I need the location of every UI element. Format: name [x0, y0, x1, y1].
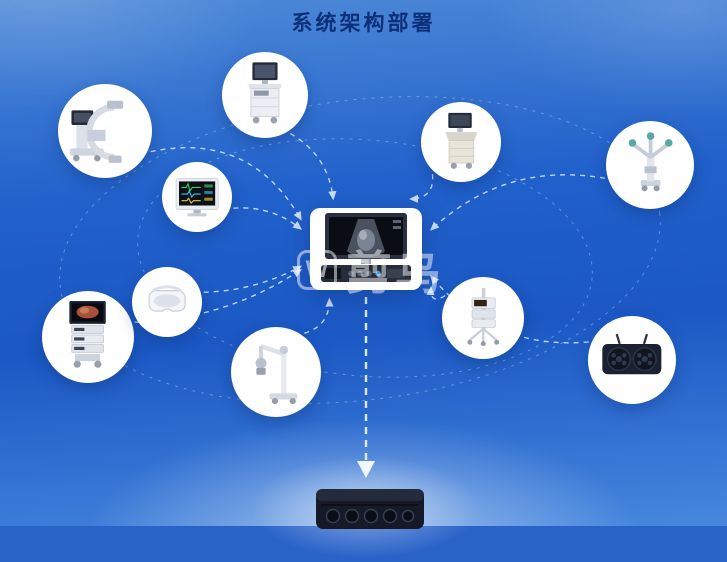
link-surgical-robot — [429, 174, 606, 231]
link-endoscopy-cart — [289, 132, 337, 201]
link-c-arm-xray — [150, 147, 302, 221]
central-console-icon — [310, 208, 422, 290]
link-surgical-lights — [430, 275, 589, 344]
link-ultrasound-cart — [409, 174, 434, 203]
orbit-ellipse — [137, 138, 593, 378]
link-surgical-microscope — [304, 297, 334, 334]
central-console-node — [309, 207, 423, 291]
server-node — [315, 485, 425, 529]
link-vr-headset — [203, 265, 303, 293]
down-arrowhead-icon — [357, 461, 375, 478]
orbit-lines — [59, 96, 661, 404]
orbit-ellipse — [59, 96, 661, 404]
page-title: 系统架构部署 — [291, 12, 436, 35]
link-patient-monitor — [233, 207, 303, 230]
server-rack-icon — [316, 489, 424, 529]
